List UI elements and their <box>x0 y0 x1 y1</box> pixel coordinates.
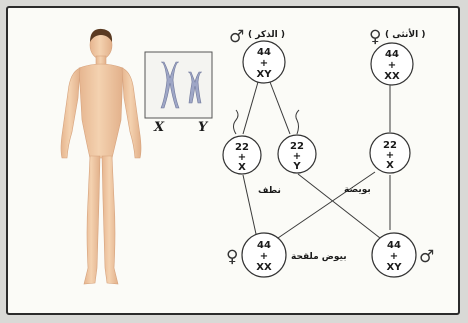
cell-zygote-male: 44 + XY <box>372 233 416 277</box>
female-symbol-icon: ♀ <box>369 27 381 47</box>
egg-label: بويضة <box>344 185 371 195</box>
cell-egg: 22 + X <box>370 133 410 173</box>
cell-zygote-female: 44 + XX <box>242 233 286 277</box>
cell-bottom-text: XX <box>256 262 272 273</box>
cell-top-text: 44 <box>387 240 401 251</box>
female-offspring-symbol-icon: ♀ <box>226 247 238 267</box>
human-male-figure <box>61 29 141 284</box>
cell-bottom-text: X <box>386 160 394 171</box>
cell-bottom-text: X <box>238 162 246 173</box>
line-egg-to-zygote-female <box>278 172 375 238</box>
cell-bottom-text: Y <box>292 161 301 172</box>
cell-mid-text: + <box>260 251 268 262</box>
karyotype-box <box>145 52 212 118</box>
sperm-tail-icon <box>234 110 239 134</box>
cell-mid-text: + <box>260 58 268 69</box>
cell-top-text: 44 <box>257 240 271 251</box>
cell-mid-text: + <box>390 251 398 262</box>
cell-mid-text: + <box>388 60 396 71</box>
karyotype-y-label: Y <box>198 120 209 135</box>
male-symbol-icon: ♂ <box>229 27 244 47</box>
karyotype-x-label: X <box>153 120 165 135</box>
line-male-to-sperm-y <box>270 82 290 134</box>
cell-sperm-y: 22 + Y <box>278 135 316 173</box>
line-sperm-y-to-zygote-male <box>298 174 380 238</box>
line-male-to-sperm-x <box>243 82 258 134</box>
cell-bottom-text: XY <box>387 262 403 273</box>
cell-sperm-x: 22 + X <box>223 136 261 174</box>
male-title: ( الذكر ) <box>248 30 285 40</box>
sperm-tail-icon <box>296 110 299 134</box>
line-sperm-x-to-zygote-female <box>243 175 256 234</box>
sperm-label: نطف <box>258 186 281 196</box>
cell-parent-male: 44 + XY <box>243 41 285 83</box>
cell-top-text: 44 <box>385 49 399 60</box>
male-offspring-symbol-icon: ♂ <box>419 247 434 267</box>
cell-top-text: 44 <box>257 47 271 58</box>
cell-bottom-text: XY <box>257 69 273 80</box>
cell-bottom-text: XX <box>384 71 400 82</box>
inheritance-lines <box>243 82 390 238</box>
female-title: ( الأنثى ) <box>385 28 425 40</box>
fertilized-egg-label: بيوض ملقحة <box>291 252 347 262</box>
cell-parent-female: 44 + XX <box>371 43 413 85</box>
